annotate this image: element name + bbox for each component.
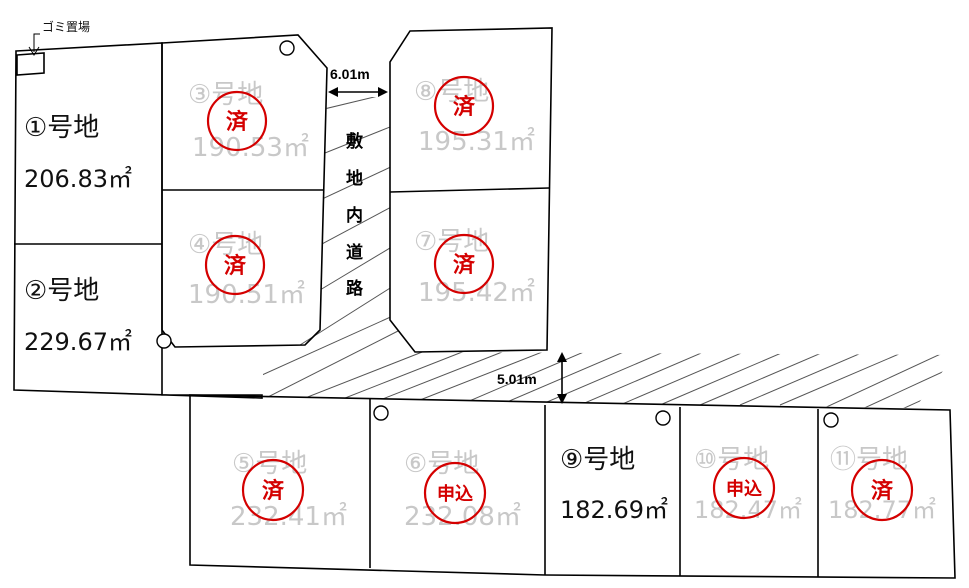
lot-area: 232.41㎡ [230, 502, 347, 532]
lot-area: 182.77㎡ [828, 496, 936, 524]
lot-2: ②号地 229.67㎡ [24, 276, 132, 356]
road-char: 道 [346, 242, 363, 263]
boundary-marker [655, 410, 671, 426]
boundary-markers [156, 40, 839, 428]
status-text: 済 [453, 252, 476, 278]
lot-name: ⑪号地 [830, 445, 908, 475]
status-text: 申込 [726, 478, 762, 500]
lot-9: ⑨号地 182.69㎡ [560, 445, 668, 524]
status-text: 済 [224, 253, 247, 279]
lot-area: 195.42㎡ [418, 278, 535, 308]
garbage-box [16, 52, 45, 76]
lot-name: ②号地 [24, 276, 99, 306]
lot-area: 182.69㎡ [560, 496, 668, 524]
status-stamp-lot-4: 済 [204, 234, 266, 296]
status-stamp-lot-3: 済 [206, 90, 268, 152]
lot-area: 229.67㎡ [24, 328, 132, 356]
status-text: 済 [871, 478, 894, 504]
status-stamp-lot-8: 済 [433, 75, 495, 137]
status-stamp-lot-5: 済 [241, 458, 305, 522]
road-width-vertical: 6.01m [328, 66, 388, 97]
status-text: 済 [453, 94, 476, 120]
lot-5: ⑤号地 232.41㎡ [230, 449, 347, 532]
lot-6: ⑥号地 232.08㎡ [404, 449, 521, 532]
lot-area: 206.83㎡ [24, 165, 132, 193]
road-char: 内 [346, 205, 363, 226]
boundary-marker [156, 333, 172, 349]
lot-area: 232.08㎡ [404, 502, 521, 532]
status-stamp-lot-11: 済 [850, 458, 914, 522]
status-text: 済 [226, 109, 249, 135]
boundary-marker [373, 405, 389, 421]
lot-1: ①号地 206.83㎡ [24, 113, 132, 193]
lot-name: ⑦号地 [414, 227, 489, 257]
boundary-marker [823, 412, 839, 428]
boundary-marker [279, 40, 295, 56]
lot-area: 190.53㎡ [192, 133, 309, 163]
garbage-label: ゴミ置場 [42, 19, 90, 34]
road-width-horizontal-label: 5.01m [497, 371, 537, 387]
lot-name: ⑥号地 [404, 449, 479, 479]
lot-8: ⑧号地 195.31㎡ [414, 77, 535, 157]
road-width-horizontal: 5.01m [497, 352, 567, 404]
status-stamp-lot-6: 申込 [423, 461, 487, 525]
garbage-annotation: ゴミ置場 [28, 19, 90, 56]
lot-name: ⑨号地 [560, 445, 635, 475]
lot-area: 195.31㎡ [418, 127, 535, 157]
status-stamp-lot-10: 申込 [712, 456, 776, 520]
road-label: 敷 地 内 道 路 [346, 131, 364, 299]
road-hatching [261, 97, 955, 408]
lot-name: ①号地 [24, 113, 99, 143]
road-char: 地 [346, 168, 363, 189]
status-text: 申込 [437, 483, 473, 505]
road-char: 敷 [346, 131, 364, 152]
status-stamp-lot-7: 済 [433, 233, 495, 295]
lot-boundaries [13, 27, 956, 579]
lot-name: ⑧号地 [414, 77, 489, 107]
lot-name: ④号地 [188, 230, 263, 260]
road-char: 路 [346, 278, 364, 299]
road-width-vertical-label: 6.01m [330, 66, 370, 82]
lot-name: ⑤号地 [232, 449, 307, 479]
lot-11: ⑪号地 182.77㎡ [828, 445, 936, 524]
lot-area: 182.47㎡ [694, 496, 802, 524]
lot-area: 190.51㎡ [188, 280, 305, 310]
lot-3: ③号地 190.53㎡ [188, 80, 309, 163]
status-text: 済 [262, 478, 285, 504]
